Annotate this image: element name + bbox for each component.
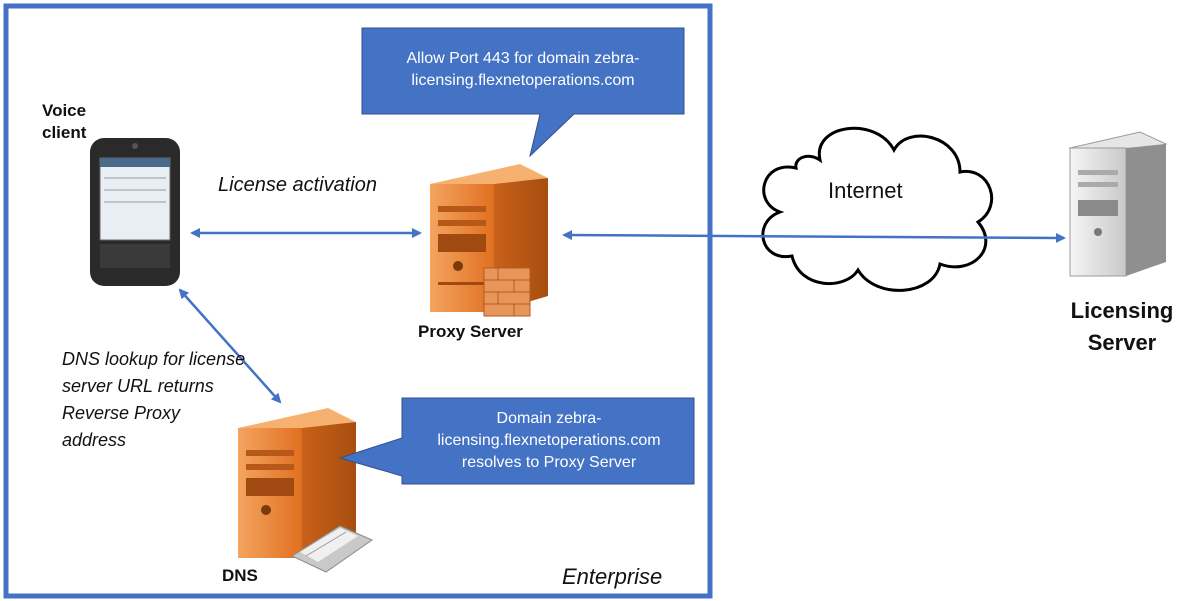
callout-dns xyxy=(338,397,695,485)
dns-lookup-label: DNS lookup for license server URL return… xyxy=(62,349,246,450)
dns-label: DNS xyxy=(222,566,258,585)
mobile-phone-icon xyxy=(90,138,180,286)
enterprise-label: Enterprise xyxy=(562,564,663,589)
cloud-icon xyxy=(761,126,994,292)
internet-label: Internet xyxy=(828,178,903,203)
server-icon xyxy=(238,408,374,573)
server-firewall-icon xyxy=(430,164,548,317)
callout-proxy xyxy=(361,27,685,158)
enterprise-boundary xyxy=(3,3,713,599)
arrow-proxy-licensing xyxy=(562,230,1066,243)
license-activation-label: License activation xyxy=(218,174,377,196)
dns-callout-text: Domain zebra-licensing.flexnetoperations… xyxy=(437,410,661,471)
arrow-phone-dns xyxy=(178,288,282,404)
proxy-server-label: Proxy Server xyxy=(418,322,523,341)
proxy-callout-text: Allow Port 443 for domain zebra-licensin… xyxy=(406,50,640,89)
licensing-server-label: Licensing Server xyxy=(1070,298,1174,355)
voice-client-label: Voice client xyxy=(42,101,87,142)
gray-server-icon xyxy=(1068,131,1168,277)
